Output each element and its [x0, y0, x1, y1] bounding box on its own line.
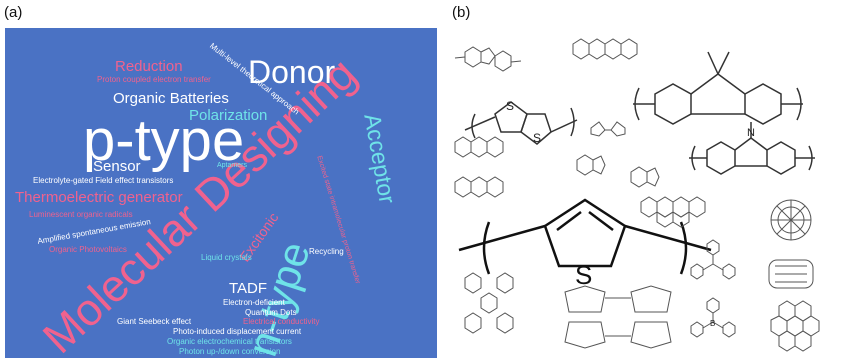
triphenylborane-structure — [690, 297, 736, 338]
benzimidazole-structure — [630, 166, 660, 188]
word-electrolyte-gated: Electrolyte-gated Field effect transisto… — [33, 176, 174, 185]
polycarbazole-structure — [689, 122, 815, 175]
word-p-type: p-type — [83, 108, 245, 173]
word-thermoelectric: Thermoelectric generator — [15, 189, 183, 206]
word-organic-electrochemical: Organic electrochemical transistors — [167, 337, 292, 346]
word-acceptor: Acceptor — [359, 111, 401, 206]
word-excited-state: Excited state intramolecular proton tran… — [315, 155, 362, 285]
carbon-nanotube-structure — [768, 259, 814, 289]
thiophene-s-label-2: S — [533, 131, 541, 145]
chemical-structures-panel: S S N S — [445, 22, 855, 360]
word-organic-photovoltaics: Organic Photovoltaics — [49, 245, 127, 254]
word-luminescent: Luminescent organic radicals — [29, 210, 133, 219]
fullerene-structure — [770, 199, 812, 241]
carbazole-n-label: N — [747, 127, 755, 139]
polythiophene-structure — [458, 198, 712, 275]
panel-label-a: (a) — [4, 4, 23, 21]
word-electrical-conductivity: Electrical conductivity — [243, 317, 320, 326]
polythienothiophene-structure — [464, 101, 578, 145]
word-polarization: Polarization — [189, 107, 268, 124]
word-recycling: Recycling — [309, 247, 344, 256]
word-aptamers: Aptamers — [217, 162, 247, 169]
word-photon-updown: Photon up-/down conversion — [179, 347, 281, 356]
word-quantum-dots: Quantum Dots — [245, 308, 297, 317]
porphyrin-structure — [564, 285, 672, 349]
word-electron-deficient: Electron-deficient — [223, 298, 285, 307]
acridine-structure — [454, 136, 504, 158]
indoloindole-structure — [454, 46, 522, 72]
phenazine-structure — [454, 176, 504, 198]
panel-label-b: (b) — [452, 4, 471, 21]
borane-b-label: B — [710, 319, 715, 328]
perylene-diimide-structure — [640, 196, 706, 228]
word-donor: Donor — [248, 54, 336, 90]
word-proton-coupled: Proton coupled electron transfer — [97, 75, 211, 84]
thiophene-s-label-1: S — [506, 99, 514, 113]
word-reduction: Reduction — [115, 58, 183, 75]
polyfluorene-structure — [633, 51, 803, 125]
tetracene-structure — [572, 38, 638, 60]
benzothiazole-structure — [576, 154, 606, 176]
word-liquid-crystals: Liquid crystals — [201, 253, 252, 262]
tetrathiafulvalene-structure — [590, 121, 626, 137]
word-sensor: Sensor — [93, 158, 141, 175]
word-photo-induced: Photo-induced displacement current — [173, 327, 302, 336]
nanographene-structure — [770, 300, 820, 352]
word-tadf: TADF — [229, 280, 268, 297]
word-giant-seebeck: Giant Seebeck effect — [117, 317, 192, 326]
polythiophene-s-label: S — [575, 260, 592, 290]
word-organic-batteries: Organic Batteries — [113, 90, 229, 107]
pentacene-phenyl-structure — [464, 272, 514, 334]
triphenylamine-structure — [690, 239, 736, 280]
word-cloud: p-type Molecular Designing n-type Donor … — [5, 28, 437, 358]
